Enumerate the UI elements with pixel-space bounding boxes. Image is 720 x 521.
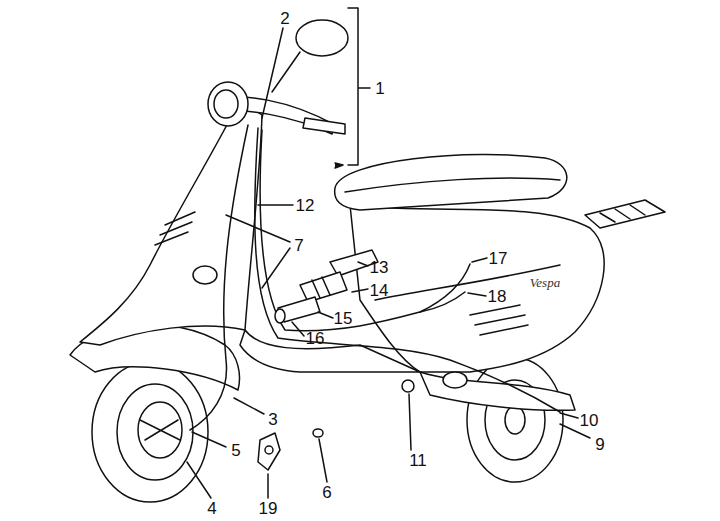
brand-logo: Vespa — [530, 276, 560, 289]
callout-number: 1 — [375, 80, 384, 97]
callout-number: 2 — [280, 10, 289, 27]
callout-number: 13 — [370, 259, 389, 276]
callout-number: 18 — [488, 288, 507, 305]
callout-number: 9 — [595, 436, 604, 453]
callout-number: 4 — [207, 500, 216, 517]
callout-number: 3 — [268, 411, 277, 428]
callout-number: 15 — [334, 310, 353, 327]
callout-number: 10 — [580, 412, 599, 429]
callout-number: 16 — [306, 330, 325, 347]
callout-number: 14 — [370, 282, 389, 299]
callout-number: 6 — [322, 484, 331, 501]
callout-number: 11 — [409, 452, 427, 469]
callout-number: 12 — [296, 197, 315, 214]
callout-number: 17 — [489, 250, 508, 267]
callout-number: 19 — [259, 500, 278, 517]
callout-number: 7 — [294, 237, 303, 254]
callout-number: 5 — [231, 442, 240, 459]
